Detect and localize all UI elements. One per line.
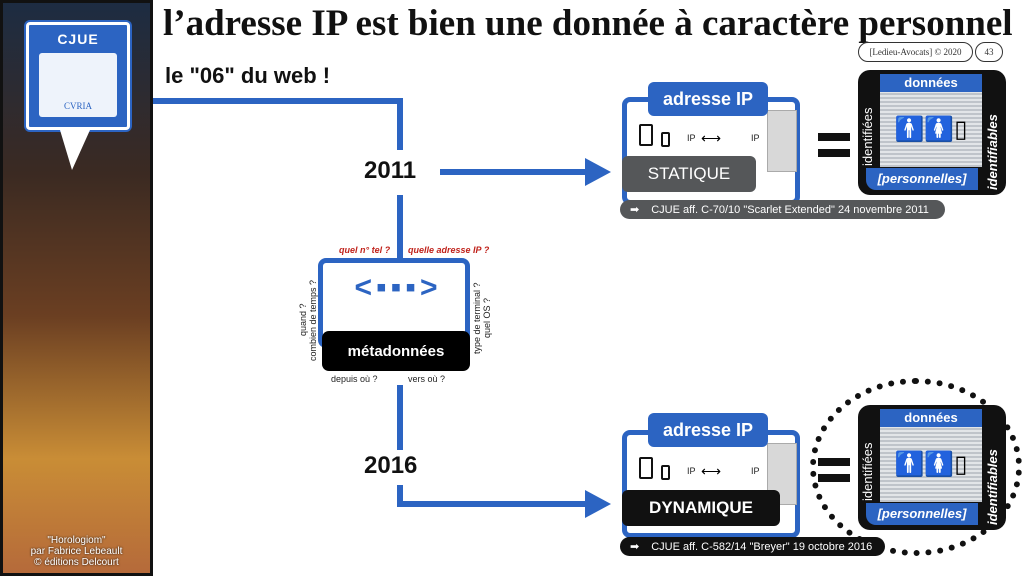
- metadata-label: métadonnées: [322, 331, 470, 371]
- year-2011: 2011: [364, 157, 417, 184]
- connector-line: [397, 98, 403, 150]
- connector-line: [397, 195, 403, 260]
- equals-icon: [818, 133, 850, 141]
- page-title: l’adresse IP est bien une donnée à carac…: [163, 3, 1013, 44]
- data-header: données: [880, 409, 982, 427]
- people-panel: 🚹🚺▯: [880, 92, 982, 167]
- connector-line: [153, 98, 403, 104]
- arrow-head: [585, 158, 611, 186]
- equals-icon: [818, 149, 850, 157]
- case-caption: ➡ CJUE aff. C-582/14 "Breyer" 19 octobre …: [620, 537, 885, 556]
- ip-header: adresse IP: [648, 82, 768, 116]
- data-footer: [personnelles]: [866, 503, 978, 525]
- connector-line: [397, 485, 403, 507]
- page-number: 43: [975, 42, 1003, 62]
- question: combien de temps ?: [308, 279, 318, 361]
- data-right: identifiables: [985, 449, 1000, 525]
- server-icon: [767, 110, 797, 172]
- people-icon: 🚹🚺▯: [894, 451, 968, 478]
- question: quel OS ?: [482, 297, 492, 339]
- connector-line: [397, 385, 403, 450]
- ip-right: IP: [751, 133, 760, 143]
- people-icon: 🚹🚺▯: [894, 116, 968, 143]
- question: depuis où ?: [331, 374, 378, 384]
- arrow-right-icon: ➡: [630, 541, 640, 553]
- ip-right: IP: [751, 466, 760, 476]
- cvria-seal: CVRIA: [39, 53, 117, 117]
- code-file-icon: <▪▪▪>: [354, 271, 442, 304]
- phone-icon: [661, 132, 670, 147]
- mode-static: STATIQUE: [622, 156, 756, 192]
- arrow-right-icon: ➡: [630, 204, 640, 216]
- question: vers où ?: [408, 374, 446, 384]
- data-right: identifiables: [985, 114, 1000, 190]
- people-panel: 🚹🚺▯: [880, 427, 982, 502]
- caption-text: CJUE aff. C-582/14 "Breyer" 19 octobre 2…: [651, 540, 873, 553]
- cjue-label: CJUE: [57, 31, 99, 47]
- data-card: 🚹🚺▯ données identifiées identifiables [p…: [858, 405, 1006, 530]
- tablet-icon: [639, 124, 653, 146]
- question: type de terminal ?: [472, 282, 482, 354]
- arrow-head: [585, 490, 611, 518]
- seal-text: CVRIA: [63, 101, 92, 111]
- case-caption: ➡ CJUE aff. C-70/10 "Scarlet Extended" 24…: [620, 200, 945, 219]
- caption-text: CJUE aff. C-70/10 "Scarlet Extended" 24 …: [651, 203, 929, 216]
- question: quel n° tel ?: [339, 245, 391, 255]
- data-footer: [personnelles]: [866, 168, 978, 190]
- credit-line: par Fabrice Lebeault: [30, 546, 123, 557]
- connector-line: [397, 501, 587, 507]
- question-right: type de terminal ?quel OS ?: [472, 268, 494, 368]
- data-left: identifiées: [860, 442, 875, 501]
- data-left: identifiées: [860, 107, 875, 166]
- ip-left: IP: [687, 133, 696, 143]
- server-icon: [767, 443, 797, 505]
- mode-dynamic: DYNAMIQUE: [622, 490, 780, 526]
- connector-line: [440, 169, 587, 175]
- ip-left: IP: [687, 466, 696, 476]
- data-card: 🚹🚺▯ données identifiées identifiables [p…: [858, 70, 1006, 195]
- copyright: [Ledieu-Avocats] © 2020: [858, 42, 973, 62]
- year-2016: 2016: [364, 452, 418, 479]
- equals-icon: [818, 474, 850, 482]
- subtitle: le "06" du web !: [165, 63, 331, 88]
- ip-header: adresse IP: [648, 413, 768, 447]
- question-left: quand ?combien de temps ?: [298, 270, 320, 370]
- equals-icon: [818, 458, 850, 466]
- credit-line: "Horologiom": [47, 535, 106, 546]
- question: quand ?: [298, 303, 308, 337]
- credit-line: © éditions Delcourt: [34, 557, 119, 568]
- comic-credit: "Horologiom" par Fabrice Lebeault © édit…: [0, 535, 153, 568]
- cjue-badge: CJUE CVRIA: [26, 22, 130, 130]
- double-arrow-icon: ⟷: [701, 130, 722, 146]
- tablet-icon: [639, 457, 653, 479]
- double-arrow-icon: ⟷: [701, 463, 722, 479]
- highlight-circle: [810, 378, 1022, 556]
- question: quelle adresse IP ?: [408, 245, 490, 255]
- phone-icon: [661, 465, 670, 480]
- data-header: données: [880, 74, 982, 92]
